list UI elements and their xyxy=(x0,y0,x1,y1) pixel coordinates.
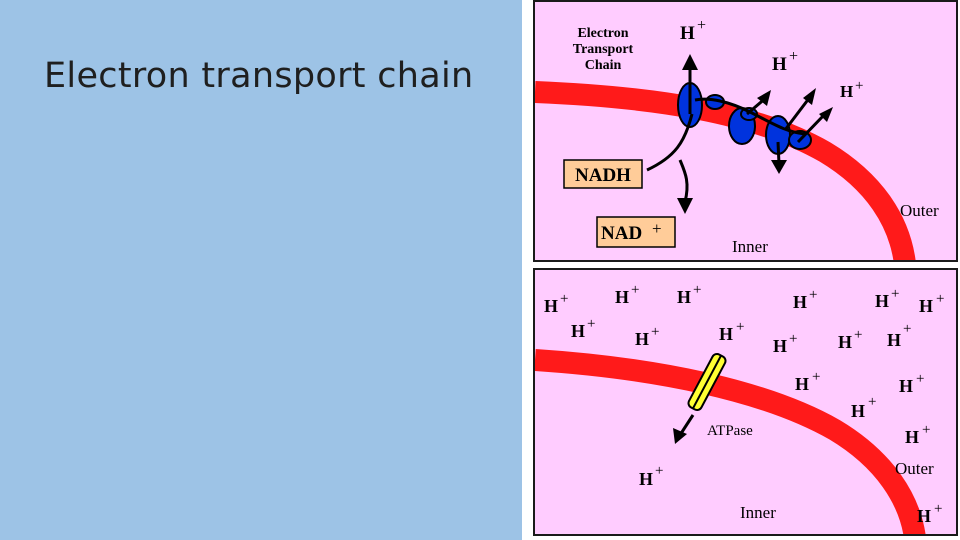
protein-complex-3 xyxy=(765,115,812,155)
proton-charge-3: + xyxy=(855,78,863,94)
nadh-box xyxy=(563,159,643,189)
svg-text:+: + xyxy=(789,331,797,347)
svg-text:+: + xyxy=(651,324,659,340)
arrow-heads xyxy=(677,54,833,214)
proton-label-1: H xyxy=(680,23,695,44)
svg-text:+: + xyxy=(631,282,639,298)
proton-18: H xyxy=(917,506,931,526)
proton-charge-2: + xyxy=(789,48,798,65)
proton-5: H xyxy=(875,291,889,311)
proton-6: H xyxy=(919,296,933,316)
svg-text:+: + xyxy=(587,316,595,332)
proton-15: H xyxy=(851,401,865,421)
proton-group: H+ H+ H+ H+ H+ H+ H+ H+ H+ H+ H+ H+ H+ H… xyxy=(544,282,944,526)
svg-text:+: + xyxy=(854,327,862,343)
svg-text:+: + xyxy=(903,321,911,337)
svg-text:+: + xyxy=(922,422,930,438)
svg-text:+: + xyxy=(560,291,568,307)
chain-label-line3: Chain xyxy=(585,58,622,73)
proton-11: H xyxy=(838,332,852,352)
proton-label-2: H xyxy=(772,54,787,75)
membrane-band xyxy=(535,349,926,534)
slide-title: Electron transport chain xyxy=(44,56,474,96)
proton-17: H xyxy=(639,469,653,489)
inner-label: Inner xyxy=(740,503,776,522)
proton-10: H xyxy=(773,336,787,356)
electron-path-arrows xyxy=(646,67,827,203)
proton-3: H xyxy=(677,287,691,307)
outer-label: Outer xyxy=(900,201,939,220)
atpase-channel xyxy=(687,352,727,412)
proton-14: H xyxy=(899,376,913,396)
proton-8: H xyxy=(635,329,649,349)
svg-text:+: + xyxy=(868,394,876,410)
outer-label: Outer xyxy=(895,459,934,478)
proton-1: H xyxy=(544,296,558,316)
proton-7: H xyxy=(571,321,585,341)
chain-label-line2: Transport xyxy=(573,42,634,57)
svg-text:+: + xyxy=(736,319,744,335)
left-background xyxy=(0,0,522,540)
proton-charge-1: + xyxy=(697,17,706,34)
svg-text:+: + xyxy=(936,291,944,307)
chain-label-line1: Electron xyxy=(577,26,628,41)
top-diagram-svg: Electron Transport Chain H + H + H + NAD… xyxy=(535,17,939,260)
atpase-arrow xyxy=(678,414,695,436)
proton-12: H xyxy=(887,330,901,350)
bottom-diagram-svg: ATPase Outer Inner H+ H+ H+ H+ H+ H+ H+ … xyxy=(535,282,944,534)
proton-4: H xyxy=(793,292,807,312)
atpase-label: ATPase xyxy=(707,423,753,439)
nad-label: NAD xyxy=(601,223,642,244)
proton-13: H xyxy=(795,374,809,394)
inner-label: Inner xyxy=(732,237,768,256)
proton-label-3: H xyxy=(840,82,853,101)
svg-text:+: + xyxy=(934,501,942,517)
svg-text:+: + xyxy=(693,282,701,298)
proton-16: H xyxy=(905,427,919,447)
proton-2: H xyxy=(615,287,629,307)
svg-text:+: + xyxy=(809,287,817,303)
svg-text:+: + xyxy=(891,286,899,302)
proton-9: H xyxy=(719,324,733,344)
atpase-arrow-head xyxy=(673,428,687,444)
svg-text:+: + xyxy=(916,371,924,387)
nad-charge: + xyxy=(652,219,662,238)
nadh-label: NADH xyxy=(575,165,631,186)
nad-box xyxy=(596,216,676,248)
svg-text:+: + xyxy=(655,463,663,479)
svg-text:+: + xyxy=(812,369,820,385)
top-diagram-panel: Electron Transport Chain H + H + H + NAD… xyxy=(533,0,958,262)
bottom-diagram-panel: ATPase Outer Inner H+ H+ H+ H+ H+ H+ H+ … xyxy=(533,268,958,536)
